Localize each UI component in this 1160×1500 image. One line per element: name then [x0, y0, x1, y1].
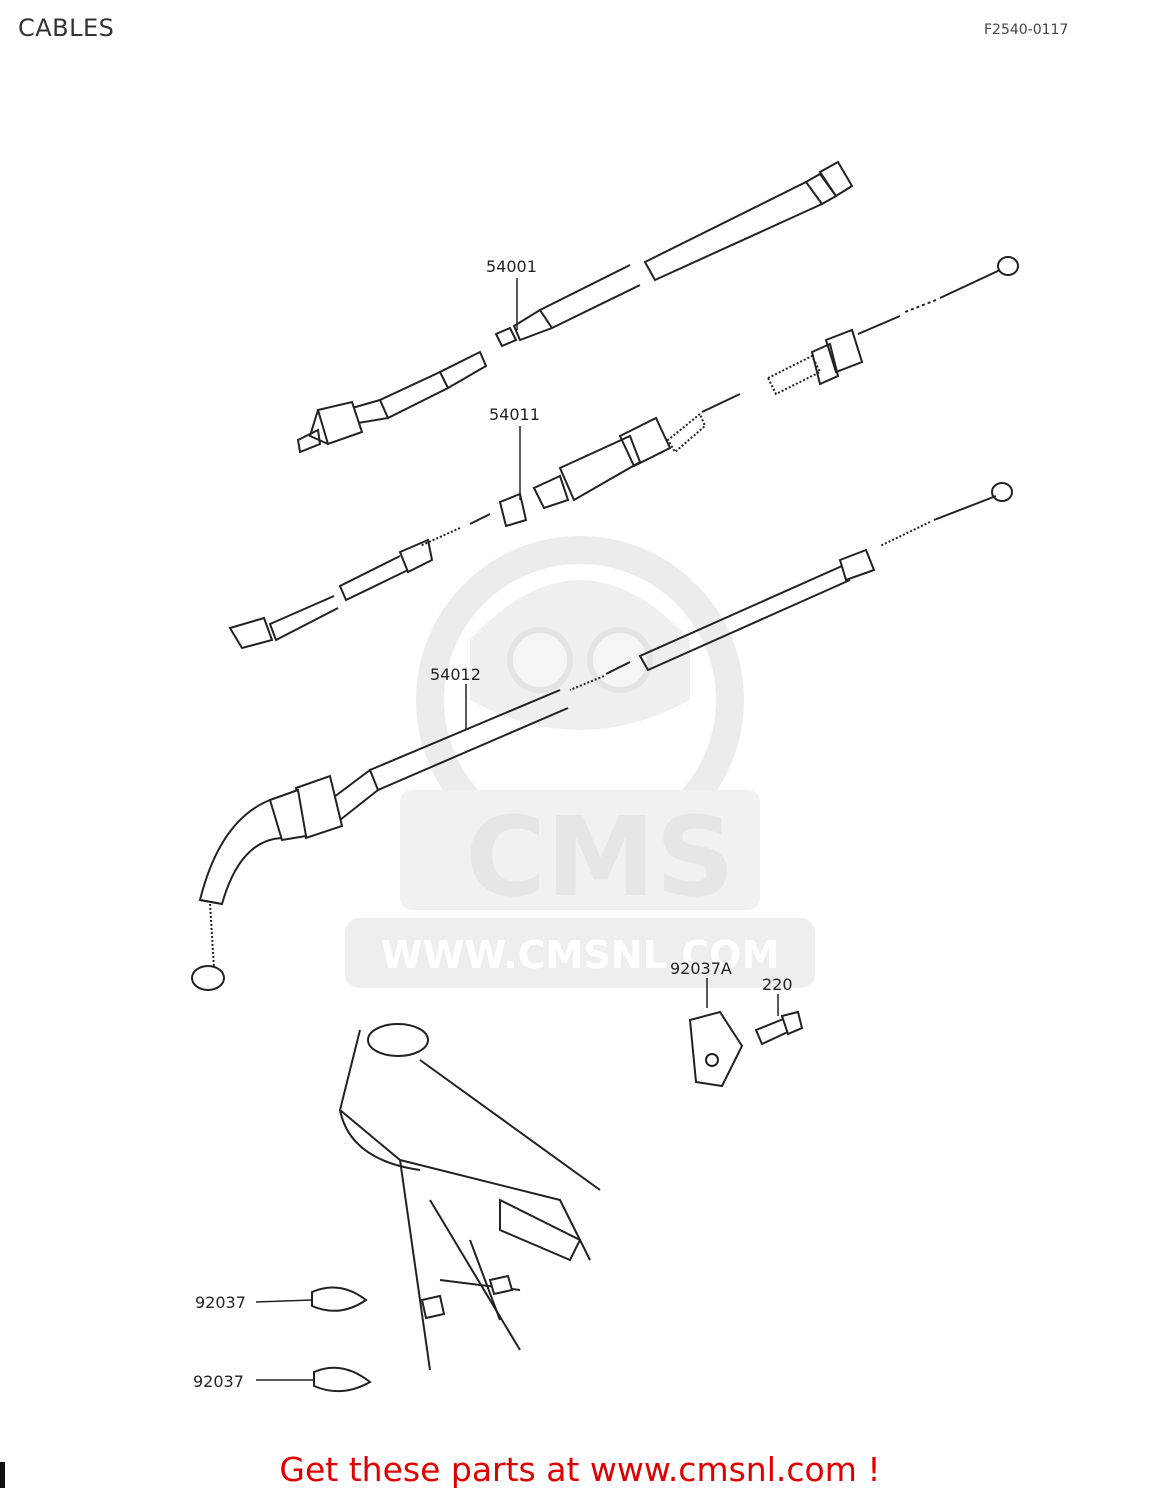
leader-lines: [255, 278, 779, 1381]
speedometer-cable: [296, 160, 854, 454]
clamp-upper: [311, 1286, 368, 1312]
callout-92037-lower: 92037: [193, 1372, 244, 1391]
clamp-lower: [313, 1366, 372, 1393]
bolt: [754, 1010, 804, 1046]
frame: [338, 1023, 601, 1371]
watermark-url: WWW.CMSNL.COM: [381, 933, 780, 977]
clutch-cable: [228, 256, 1019, 650]
callout-92037-upper: 92037: [195, 1293, 246, 1312]
cms-watermark: CMS WWW.CMSNL.COM: [345, 536, 815, 988]
page-title: CABLES: [18, 14, 115, 42]
callout-220: 220: [762, 975, 793, 994]
callout-92037a: 92037A: [670, 959, 732, 978]
callout-54012: 54012: [430, 665, 481, 684]
figure-code: F2540-0117: [984, 22, 1069, 38]
cmsnl-link[interactable]: Get these parts at www.cmsnl.com !: [279, 1450, 881, 1489]
corner-mark: [0, 1462, 5, 1488]
watermark-brand: CMS: [465, 793, 734, 921]
bracket: [688, 1010, 744, 1088]
callout-54011: 54011: [489, 405, 540, 424]
throttle-cable: [191, 482, 1013, 991]
callout-54001: 54001: [486, 257, 537, 276]
